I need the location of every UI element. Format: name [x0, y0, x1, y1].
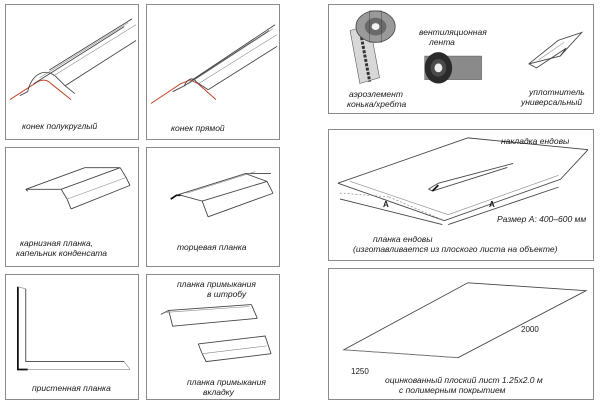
end-strip-drawing: [170, 171, 274, 218]
label-aero-2: конька/хребта: [347, 99, 407, 109]
label-ridge-straight: конек прямой: [171, 123, 225, 133]
flat-sheet-drawing: [342, 282, 588, 359]
label-flat-sheet-2: с полимерным покрытием: [399, 385, 506, 395]
label-sheet-length: 2000: [521, 325, 539, 334]
label-end-strip: торцевая планка: [177, 242, 247, 252]
eaves-strip-drawing: [25, 167, 131, 210]
label-vent-tape-1: вентиляционная: [419, 27, 487, 37]
aero-roll-drawing: [349, 10, 396, 84]
label-sealant-1: уплотнитель: [529, 87, 585, 97]
panel-flat-sheet: 2000 1250 оцинкованный плоский лист 1.25…: [328, 268, 594, 400]
panel-eaves-strip: карнизная планка, капельник конденсата: [5, 147, 139, 267]
label-flat-sheet-1: оцинкованный плоский лист 1.25х2.0 м: [385, 375, 543, 385]
accessories-drawing: [349, 10, 584, 84]
panel-wall-strip: пристенная планка: [5, 274, 139, 400]
label-eaves-strip-2: капельник конденсата: [16, 248, 108, 258]
panel-valley: накладка ендовы A A Размер А: 400–600 мм…: [328, 129, 594, 261]
panel-accessories: вентиляционная лента аэроэлемент конька/…: [328, 4, 594, 114]
label-ridge-round: конек полукруглый: [22, 121, 98, 131]
panel-ridge-straight: конек прямой: [146, 4, 280, 140]
label-abut-groove-1: планка примыкания: [177, 279, 256, 289]
label-valley-strip-2: (изготавливается из плоского листа на об…: [353, 244, 558, 254]
abutment-overlay-drawing: [197, 335, 272, 363]
label-valley-strip-1: планка ендовы: [373, 234, 433, 244]
label-abut-overlay-1: планка примыкания: [187, 377, 266, 387]
label-abut-overlay-2: вкладку: [203, 387, 234, 397]
panel-ridge-round: конек полукруглый: [5, 4, 139, 140]
label-wall-strip: пристенная планка: [32, 383, 111, 393]
label-vent-tape-2: лента: [429, 37, 455, 47]
label-aero-1: аэроэлемент: [349, 89, 403, 99]
label-sheet-width: 1250: [351, 367, 369, 376]
label-size-a: Размер А: 400–600 мм: [497, 214, 587, 224]
wall-strip-drawing: [16, 286, 131, 371]
vent-tape-roll-drawing: [424, 52, 482, 84]
label-valley-overlay: накладка ендовы: [501, 136, 570, 146]
label-sealant-2: универсальный: [521, 97, 583, 107]
label-eaves-strip-1: карнизная планка,: [20, 238, 94, 248]
panel-end-strip: торцевая планка: [146, 147, 280, 267]
valley-drawing: [337, 137, 589, 225]
abutment-groove-drawing: [160, 304, 258, 327]
sealant-drawing: [528, 31, 584, 69]
label-abut-groove-2: в штробу: [207, 289, 247, 299]
panel-abutment-strips: планка примыкания в штробу планка примык…: [146, 274, 280, 400]
ridge-round-drawing: [9, 18, 137, 100]
ridge-straight-drawing: [150, 24, 278, 104]
label-dim-a-right: A: [489, 200, 495, 209]
label-dim-a-left: A: [383, 200, 389, 209]
